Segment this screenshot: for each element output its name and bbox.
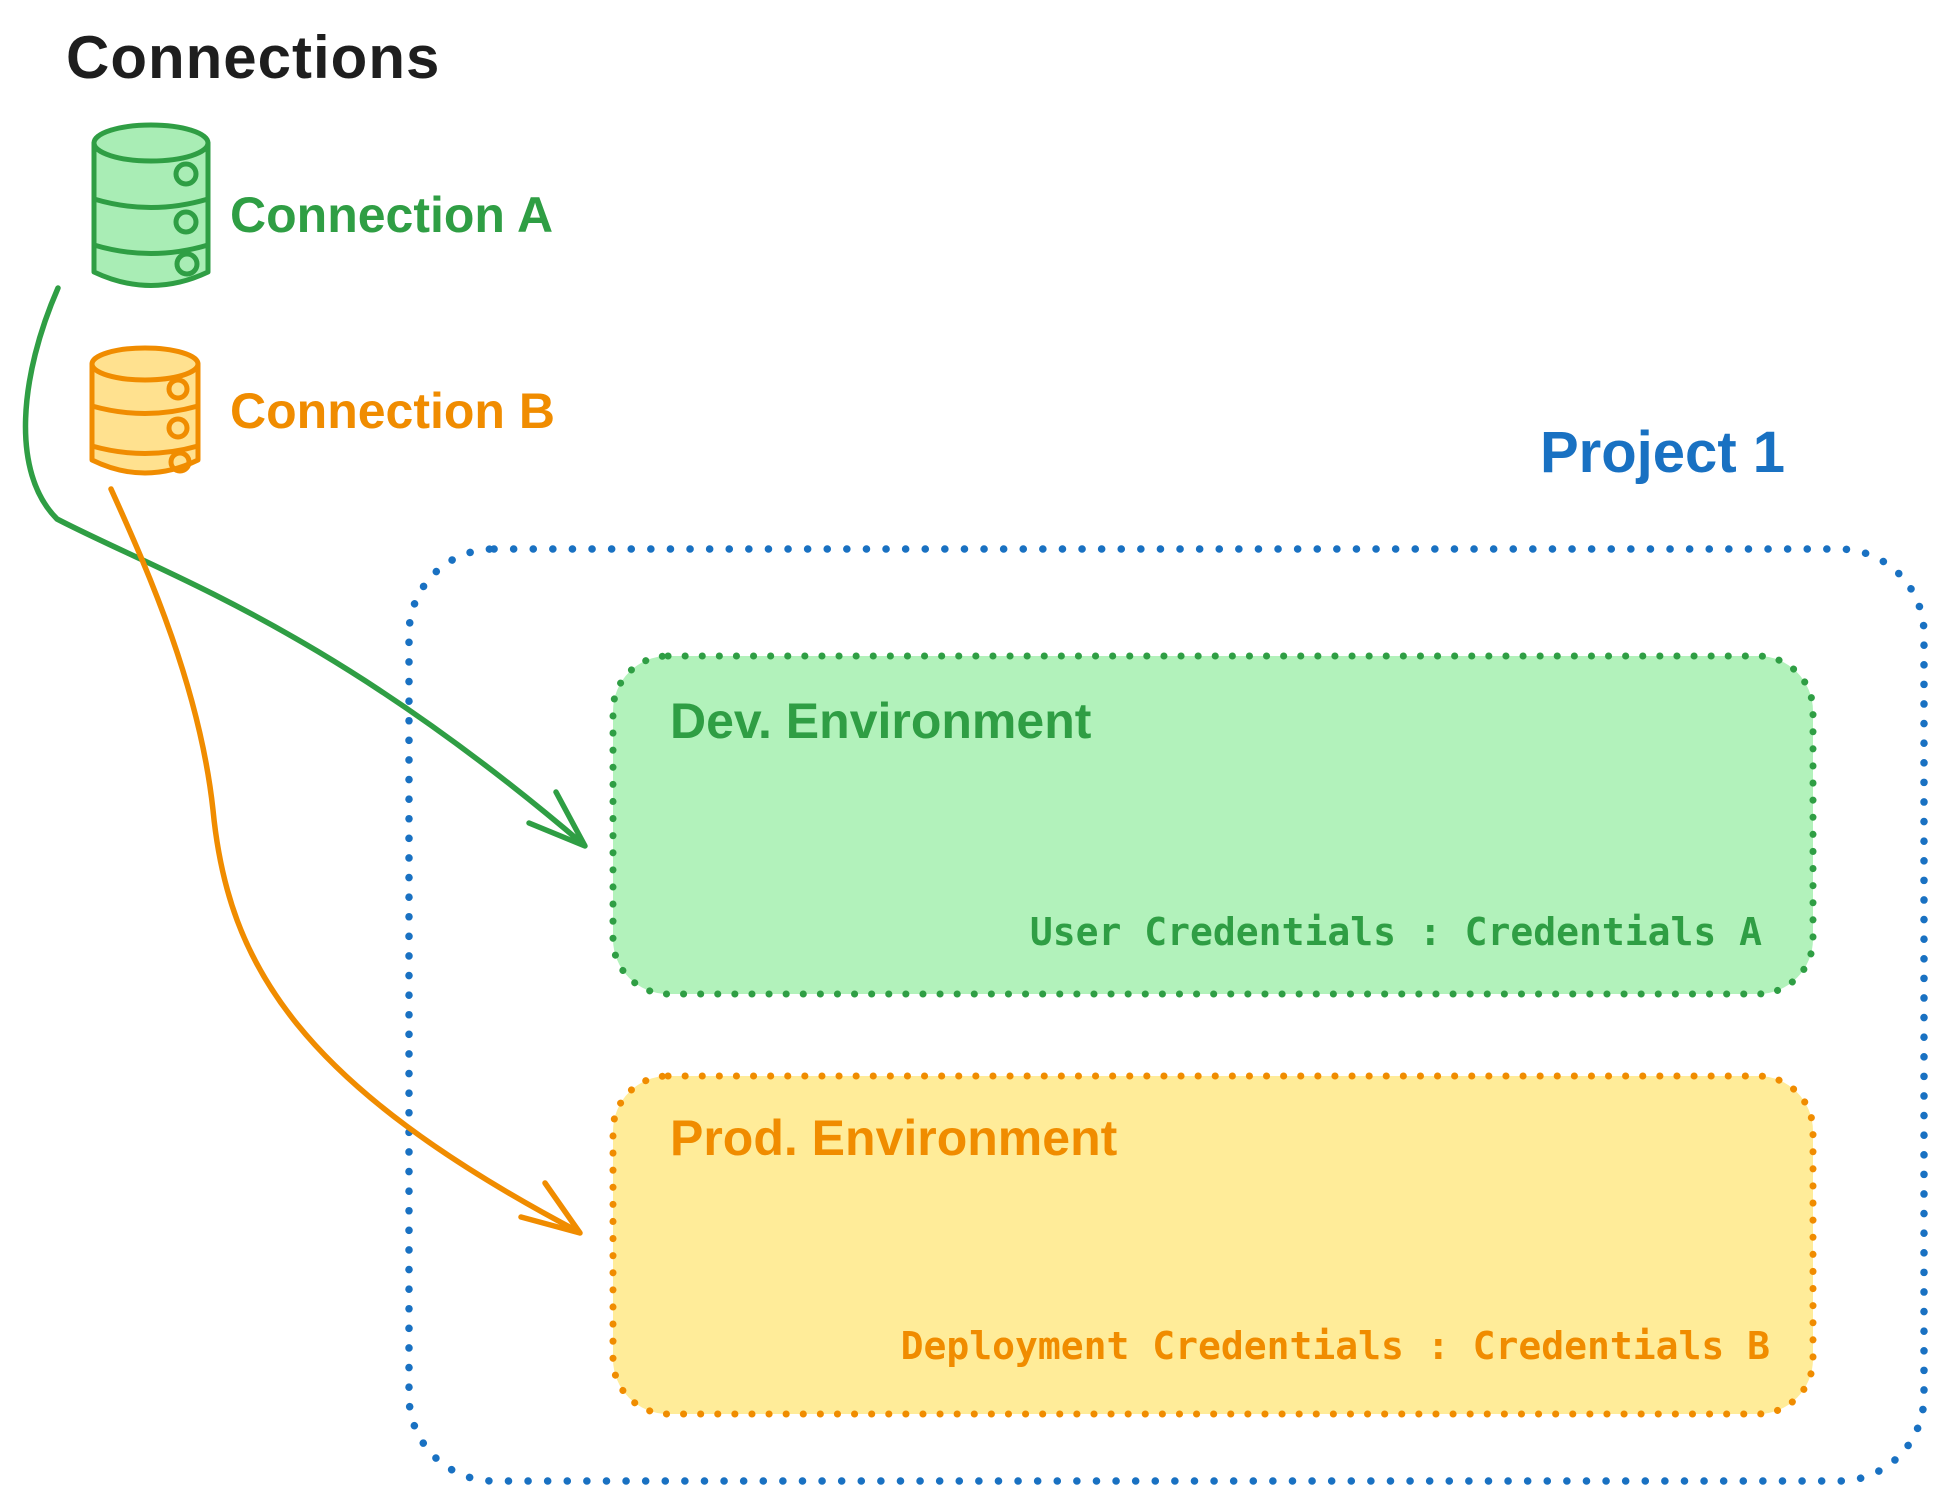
dev-environment-box [609, 652, 1817, 998]
project-title: Project 1 [1540, 420, 1785, 485]
connection-a-label: Connection A [230, 187, 554, 243]
dev-credentials-text: User Credentials : Credentials A [1029, 910, 1762, 954]
arrow-connection-b-to-prod [108, 486, 583, 1236]
database-icon [89, 345, 201, 476]
prod-environment-title: Prod. Environment [670, 1110, 1118, 1166]
database-icon [91, 122, 211, 288]
prod-credentials-text: Deployment Credentials : Credentials B [900, 1324, 1770, 1368]
diagram-title: Connections [66, 24, 441, 91]
connection-b-label: Connection B [230, 383, 555, 439]
dev-environment-title: Dev. Environment [670, 693, 1092, 749]
arrow-connection-a-to-dev [22, 285, 588, 849]
project-box-border [405, 545, 1928, 1485]
prod-environment-box [609, 1072, 1817, 1418]
